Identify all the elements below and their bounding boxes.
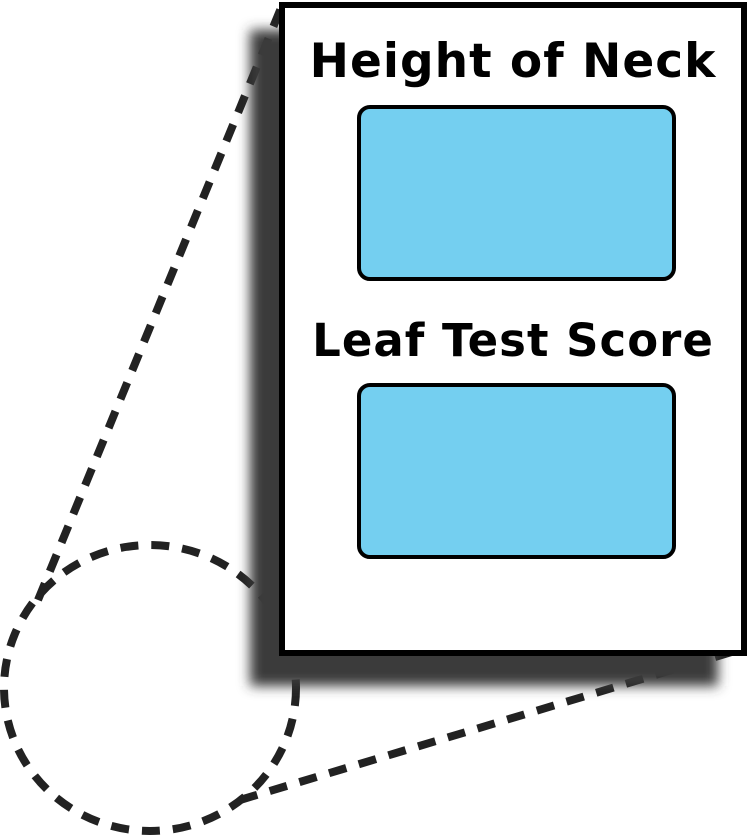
zoom-source-circle [0, 541, 300, 835]
height-of-neck-field [357, 105, 676, 281]
leaf-test-score-label: Leaf Test Score [312, 314, 714, 367]
height-of-neck-label: Height of Neck [309, 34, 717, 89]
leaf-test-score-field [357, 383, 676, 559]
zoom-connector-line-top [34, 6, 285, 602]
